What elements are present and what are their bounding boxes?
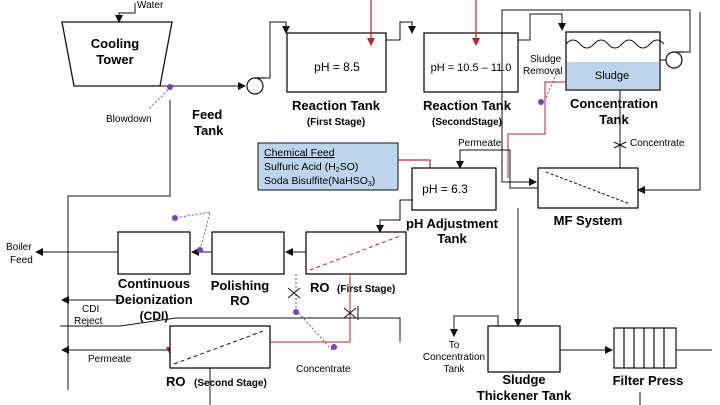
sludge-removal-red-line [507,81,566,178]
concentrate-bottom-label: Concentrate [296,364,351,375]
sludge-removal-node [538,99,544,105]
polishing-concentrate-node [293,309,299,315]
cooling-tower-label-2: Tower [96,52,133,67]
ro2-label: RO [166,374,186,389]
concentration-tank-label-2: Tank [599,112,629,127]
reaction-tank-2-stage: (SecondStage) [432,117,502,128]
sludge-label: Sludge [595,70,629,82]
feed-tank-label-2: Tank [194,123,224,138]
feed-pump-icon [246,77,265,95]
chemical-feed-title: Chemical Feed [264,147,335,159]
sludge-thickener-label-2: Thickener Tank [477,388,572,403]
polishing-valve-icon [287,287,301,299]
cdi-unit [117,231,191,275]
ro1-membrane-icon [309,235,401,271]
ph-adjustment-tank [411,167,497,211]
concentrate-right-label: Concentrate [630,138,685,149]
sludge-thickener-tank [487,325,561,373]
filter-press-icon [613,327,677,369]
mf-system [537,167,639,209]
feed-to-reaction-1-line [265,21,290,79]
thickener-return-line [450,315,499,337]
valve-icon [613,141,627,149]
chemical-feed-box [257,142,399,191]
cdi-reject-label-2: Reject [74,316,103,327]
boiler-feed-label-2: Feed [10,255,33,266]
reaction-tank-1-ph: pH = 8.5 [314,60,360,74]
cdi-reject-node [172,215,178,221]
feed-tank-label-1: Feed [192,107,222,122]
reaction-2-to-concentration-line [518,13,566,41]
reaction-tank-2-label: Reaction Tank [423,98,512,113]
concentrate-return-line [637,12,701,194]
cooling-tower: Cooling Tower [61,21,173,87]
water-label: Water [137,0,164,11]
filter-press-label: Filter Press [613,373,684,388]
to-concentration-label-3: Tank [443,364,465,375]
polishing-ro-label-1: Polishing [211,278,270,293]
concentration-tank-label-1: Concentration [570,96,658,111]
ro1-stage: (First Stage) [337,284,395,295]
main-return-line [67,100,171,390]
permeate-bottom-label: Permeate [88,354,132,365]
ro2-stage: (Second Stage) [194,378,267,389]
concentration-pump-icon [665,51,684,69]
sludge-removal-label-2: Removal [523,66,562,77]
reaction-1-to-2-line [386,21,416,41]
chemical-feed-line-1: Sulfuric Acid (H2SO) [264,161,358,174]
permeate-top-label: Permeate [458,138,502,149]
sludge-removal-label-1: Sludge [530,54,562,65]
polishing-ro-label-2: RO [230,293,250,308]
blowdown-line [147,89,169,111]
ro2-membrane-icon [173,329,267,365]
to-concentration-label-1: To [449,340,460,351]
chemical-feed-line-2: Soda Bisulfite(NaHSO3) [264,175,375,188]
reaction-tank-2-ph: pH = 10.5 – 11.0 [431,62,512,74]
to-concentration-label-2: Concentration [423,352,485,363]
concentrate-node [331,344,337,350]
ph-to-ro1-line [376,199,412,233]
cdi-label-2: Deionization [115,292,192,307]
cdi-label-1: Continuous [118,276,190,291]
mf-permeate-line [456,149,538,189]
cdi-reject-label-1: CDI [82,304,99,315]
polishing-reject-line [174,211,211,251]
cdi-label-3: (CDI) [140,309,169,323]
mf-system-label: MF System [554,213,623,228]
sludge-thickener-label-1: Sludge [502,372,545,387]
blowdown-label: Blowdown [106,114,152,125]
sludge-removal-line [544,69,559,101]
sludge-layer [567,62,659,89]
water-surface-icon [565,39,665,49]
ph-adjustment-label-1: pH Adjustment [406,216,499,231]
cooling-tower-label-1: Cooling [91,36,139,51]
cdi-to-ro2-line [60,317,401,342]
reaction-tank-1-label: Reaction Tank [292,98,381,113]
pump-to-mf-line [501,9,691,186]
boiler-feed-label-1: Boiler [6,242,32,253]
ro1-label: RO [310,280,330,295]
ph-adjustment-ph: pH = 6.3 [422,182,468,196]
blowdown-node [167,84,173,90]
reaction-tank-1-stage: (First Stage) [307,117,365,128]
polishing-ro [211,231,285,275]
water-inlet-line [115,3,136,23]
ph-adjustment-label-2: Tank [437,231,467,246]
